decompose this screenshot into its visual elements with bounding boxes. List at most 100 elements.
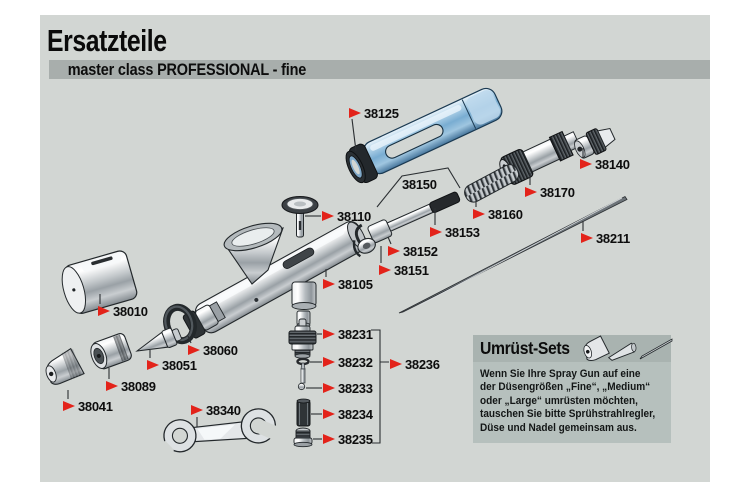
marker-triangle-icon [191,405,203,415]
part-number: 38232 [338,354,373,370]
marker-triangle-icon [581,233,593,243]
part-label-38152: 38152 [388,243,438,259]
part-38110-trigger [281,195,319,238]
marker-triangle-icon [323,329,335,339]
needle-icon [639,338,673,360]
marker-triangle-icon [98,306,110,316]
part-label-38160: 38160 [473,206,523,222]
marker-triangle-icon [388,246,400,256]
bracket-38236 [371,329,389,444]
part-38211-needle [398,195,628,314]
nozzle-cap-icon [583,335,610,362]
part-label-38125: 38125 [349,105,399,121]
part-38140-nut [574,127,616,159]
part-label-38010: 38010 [98,303,148,319]
part-label-38060: 38060 [188,342,238,358]
part-number: 38153 [445,224,480,240]
part-label-38235: 38235 [323,431,373,447]
part-label-38170: 38170 [525,184,575,200]
part-38233-valve-pin [297,362,306,391]
part-number: 38236 [405,356,440,372]
part-labels-layer: 38125 38140 38170 38150 38160 38153 38152 38151… [40,15,710,482]
umruest-sets-box: Umrüst-Sets Wenn Sie Ihre Spray Gun auf … [473,335,673,443]
marker-triangle-icon [106,381,118,391]
part-38234-valve-piston [296,398,311,427]
marker-triangle-icon [147,360,159,370]
part-38051-cone [135,327,182,352]
part-number: 38152 [403,243,438,259]
marker-triangle-icon [63,401,75,411]
umruest-sets-title: Umrüst-Sets [480,338,570,358]
part-number: 38060 [203,342,238,358]
umruest-sets-header: Umrüst-Sets [473,335,673,362]
part-number: 38125 [364,105,399,121]
marker-triangle-icon [430,227,442,237]
umruest-icons [583,335,673,362]
marker-triangle-icon [580,159,592,169]
marker-triangle-icon [188,345,200,355]
page-title: Ersatzteile [47,23,167,58]
umruest-text-line: der Düsengrößen „Fine“, „Medium“ [480,381,651,394]
part-label-38232: 38232 [323,354,373,370]
part-38231-valve [288,318,317,359]
part-label-38153: 38153 [430,224,480,240]
part-number: 38051 [162,357,197,373]
part-38089-nozzle-body [90,333,132,370]
marker-triangle-icon [323,383,335,393]
part-label-38105: 38105 [323,276,373,292]
page-background: Ersatzteile master class PROFESSIONAL - … [40,15,710,482]
part-number: 38234 [338,406,373,422]
part-label-38089: 38089 [106,378,156,394]
part-number: 38170 [540,184,575,200]
part-38041-air-cap [45,347,85,385]
part-label-38234: 38234 [323,406,373,422]
part-label-38150: 38150 [402,176,437,192]
marker-triangle-icon [323,434,335,444]
part-38160-spring [464,164,520,203]
umruest-text-line: tauschen Sie bitte Sprühstrahlregler, [480,408,656,421]
part-number: 38140 [595,156,630,172]
umruest-text-line: Düse und Nadel gemeinsam aus. [480,421,637,434]
part-38010-cap [61,250,138,314]
part-label-38236: 38236 [390,356,440,372]
part-label-38340: 38340 [191,402,241,418]
marker-triangle-icon [525,187,537,197]
part-38150-chuck-group [352,191,461,258]
part-label-38041: 38041 [63,398,113,414]
part-38235-valve-screw [293,427,313,448]
marker-triangle-icon [473,209,485,219]
part-label-38151: 38151 [379,262,429,278]
part-number: 38041 [78,398,113,414]
part-number: 38211 [596,230,630,246]
umruest-text-line: oder „Large“ umrüsten möchten, [480,394,638,407]
part-number: 38160 [488,206,523,222]
part-number: 38150 [402,176,437,192]
marker-triangle-icon [323,409,335,419]
marker-triangle-icon [379,265,391,275]
part-number: 38105 [338,276,373,292]
part-label-38140: 38140 [580,156,630,172]
part-38340-wrench [144,408,289,470]
part-number: 38089 [121,378,156,394]
part-label-38211: 38211 [581,230,630,246]
part-number: 38340 [206,402,241,418]
subtitle-bar: master class PROFESSIONAL - fine [49,60,710,79]
part-number: 38151 [394,262,429,278]
leader-lines [67,118,584,444]
part-38060-oring [163,303,197,345]
exploded-parts-diagram [45,87,628,470]
part-38125-handle [345,87,503,184]
part-label-38110: 38110 [322,209,371,224]
marker-triangle-icon [349,108,361,118]
part-number: 38235 [338,431,373,447]
product-line-subtitle: master class PROFESSIONAL - fine [67,59,307,79]
marker-triangle-icon [390,359,402,369]
nozzle-cone-icon [607,342,637,361]
marker-triangle-icon [322,211,334,221]
marker-triangle-icon [323,357,335,367]
part-number: 38010 [113,303,148,319]
umruest-text-line: Wenn Sie Ihre Spray Gun auf eine [480,368,641,380]
marker-triangle-icon [323,279,335,289]
